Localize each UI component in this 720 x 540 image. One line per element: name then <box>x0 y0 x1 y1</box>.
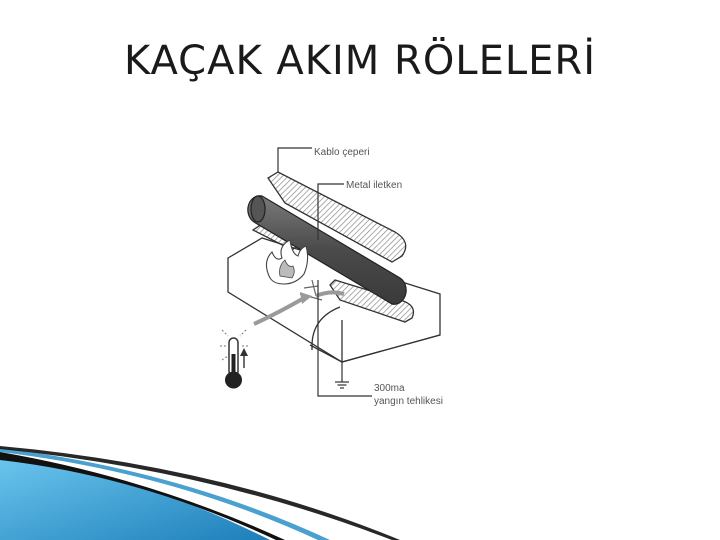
slide-title: KAÇAK AKIM RÖLELERİ <box>123 38 597 84</box>
label-metal-conductor: Metal iletken <box>346 180 402 191</box>
leader-lines <box>277 147 372 397</box>
thermometer-icon <box>220 329 248 389</box>
ground-symbol-icon <box>335 362 349 389</box>
metal-conductor <box>247 195 407 305</box>
label-cable-sheath: Kablo çeperi <box>314 147 370 158</box>
fire-icon <box>265 239 323 301</box>
label-fire-risk-current: 300ma <box>374 383 405 394</box>
label-fire-risk: yangın tehlikesi <box>374 396 443 407</box>
cable-sheath <box>251 171 415 323</box>
